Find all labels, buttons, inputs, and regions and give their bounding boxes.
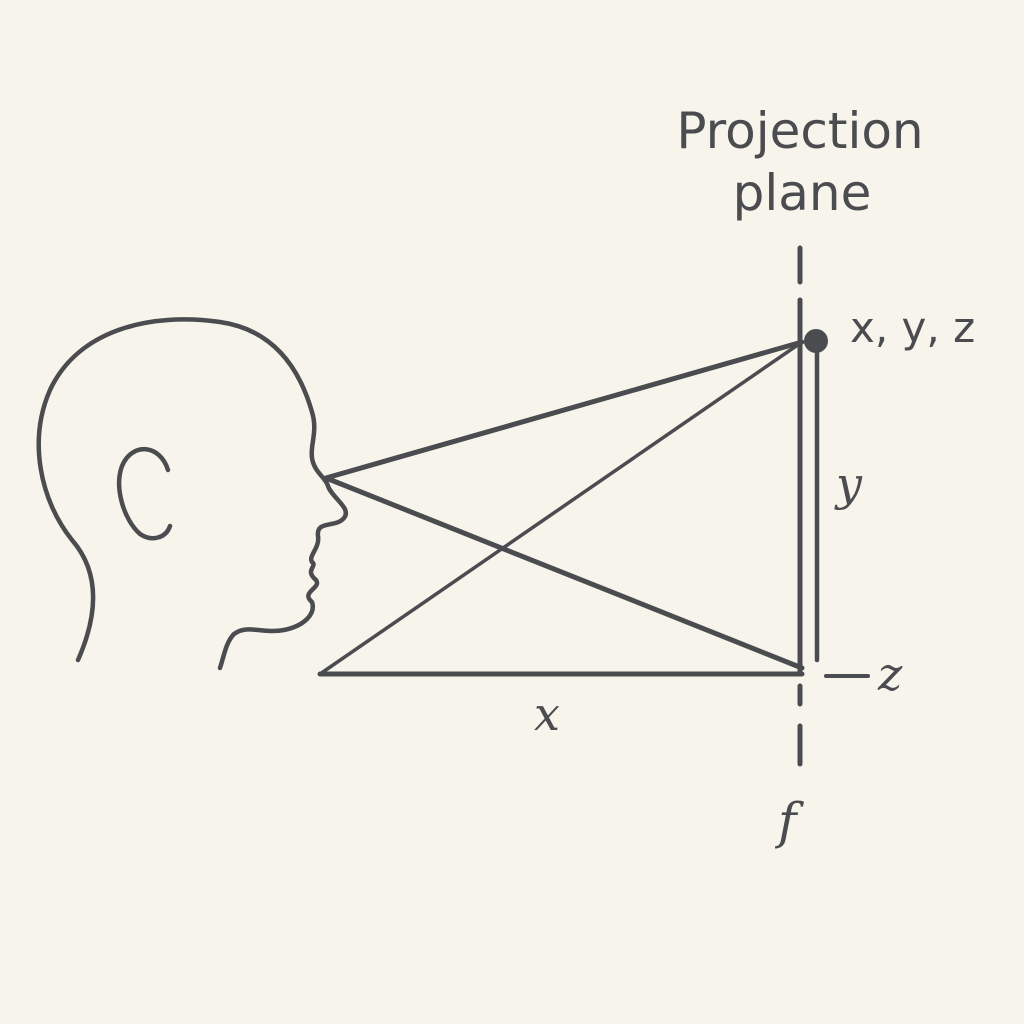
ear-icon (116, 447, 173, 541)
y-label: y (834, 457, 863, 511)
ray-eye-to-point (323, 339, 805, 481)
z-label: z (877, 647, 903, 701)
projection-rays (317, 339, 805, 677)
head-profile-icon (36, 317, 349, 671)
ray-eye-to-base (323, 475, 805, 671)
point-label: x, y, z (850, 303, 975, 352)
ray-base-to-point (318, 340, 804, 676)
f-label: f (774, 792, 804, 850)
x-label: x (534, 687, 560, 741)
point-marker-icon (804, 329, 828, 353)
plane-title-line2: plane (733, 164, 872, 222)
plane-title-line1: Projection (676, 102, 923, 160)
head-outline (36, 317, 349, 671)
